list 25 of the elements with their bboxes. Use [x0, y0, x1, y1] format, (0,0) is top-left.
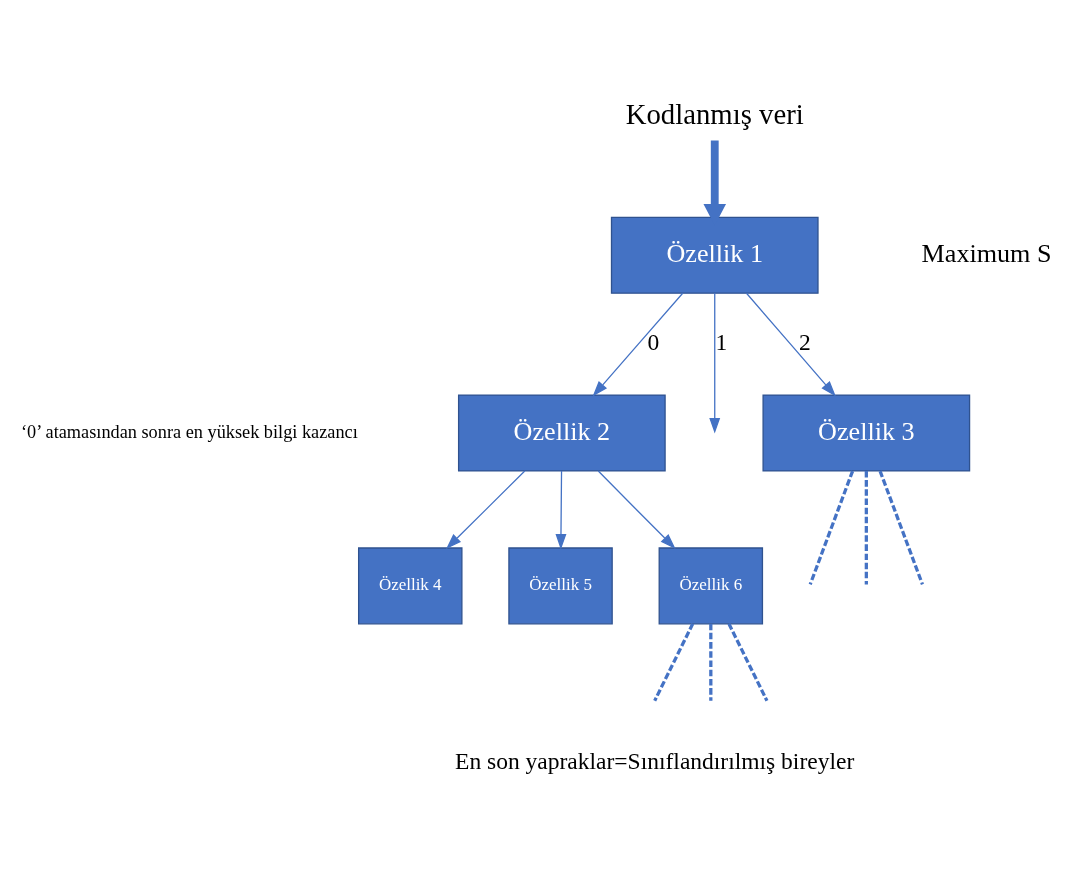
edge-label: 1	[715, 328, 728, 355]
node-label: Maximum S	[921, 238, 1052, 268]
node-box: Özellik 4	[358, 547, 463, 625]
label: En son yapraklar=Sınıflandırılmış bireyler	[455, 748, 855, 774]
edge-label: 2	[799, 328, 811, 355]
connector	[878, 470, 924, 585]
connector	[653, 623, 695, 702]
connector	[864, 471, 868, 585]
arrow	[592, 292, 684, 397]
arrow	[555, 470, 567, 550]
arrow	[745, 292, 836, 397]
label: ‘0’ atamasından sonra en yüksek bilgi kazancı	[21, 421, 358, 442]
edge-label: 0	[647, 328, 660, 355]
arrow	[446, 470, 526, 550]
node-box: Özellik 3	[762, 394, 971, 472]
connector	[727, 623, 769, 702]
node-box: Özellik 1	[610, 216, 819, 294]
arrow	[709, 292, 721, 434]
connector	[709, 623, 713, 701]
node-box: Özellik 6	[658, 547, 764, 625]
connector	[808, 470, 855, 585]
node-box: Özellik 5	[508, 547, 613, 625]
node-text: Kodlanmış veri	[625, 98, 804, 131]
arrow	[597, 470, 676, 550]
node-box: Özellik 2	[457, 394, 666, 472]
